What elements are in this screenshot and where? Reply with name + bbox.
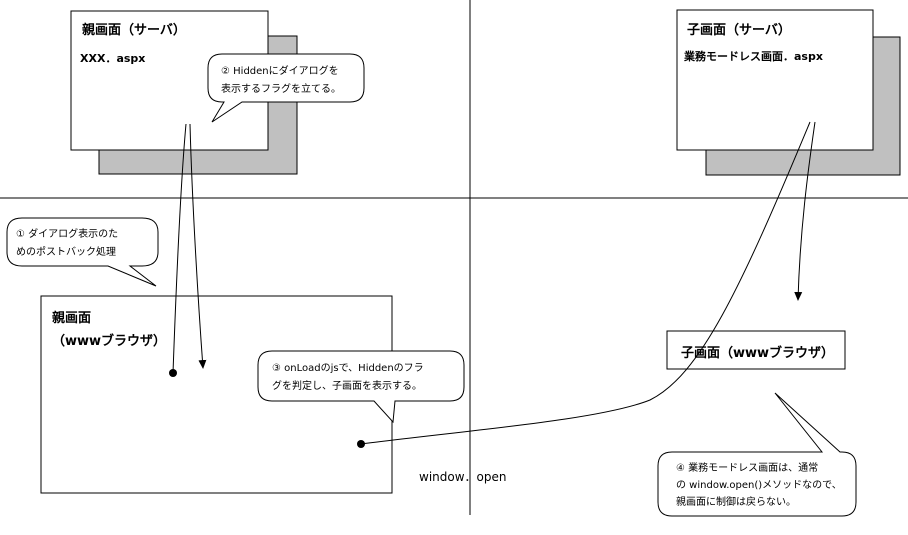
- note-3-line-1: ③ onLoadのjsで、Hiddenのフラ: [272, 362, 424, 374]
- note-2-line-2: 表示するフラグを立てる。: [221, 82, 341, 95]
- parent-browser-title: 親画面: [52, 310, 91, 326]
- note-3-line-2: グを判定し、子画面を表示する。: [272, 379, 422, 392]
- note-2-line-1: ② Hiddenにダイアログを: [221, 64, 339, 77]
- response-arrow: [189, 123, 207, 369]
- child-browser-title: 子画面（wwwブラウザ）: [681, 345, 834, 361]
- child-browser-box: 子画面（wwwブラウザ）: [666, 330, 846, 370]
- note-4-line-2: の window.open()メソッドなので、: [676, 479, 842, 491]
- note-1-line-2: めのポストバック処理: [16, 245, 116, 258]
- note-2-callout: ② Hiddenにダイアログを 表示するフラグを立てる。: [207, 53, 365, 123]
- parent-browser-subtitle: （wwwブラウザ）: [52, 333, 166, 349]
- child-browser-panel: [666, 330, 846, 370]
- window-open-start-dot: [357, 440, 365, 448]
- window-open-curve: [360, 121, 811, 445]
- child-server-title: 子画面（サーバ）: [687, 22, 791, 38]
- note-1-callout: ① ダイアログ表示のた めのポストバック処理: [6, 217, 159, 287]
- note-3-bubble: [257, 350, 465, 424]
- note-1-bubble: [6, 217, 159, 287]
- child-server-box: 子画面（サーバ） 業務モードレス画面．aspx: [676, 9, 901, 176]
- note-4-callout: ④ 業務モードレス画面は、通常 の window.open()メソッドなので、 …: [657, 392, 857, 517]
- child-response-arrow: [794, 121, 816, 301]
- child-server-file: 業務モードレス画面．aspx: [683, 49, 823, 63]
- parent-server-title: 親画面（サーバ）: [82, 22, 186, 38]
- note-3-callout: ③ onLoadのjsで、Hiddenのフラ グを判定し、子画面を表示する。: [257, 350, 465, 424]
- note-4-line-3: 親画面に制御は戻らない。: [676, 495, 796, 508]
- postback-line: [172, 123, 187, 374]
- note-1-line-1: ① ダイアログ表示のた: [16, 227, 118, 240]
- note-4-line-1: ④ 業務モードレス画面は、通常: [676, 461, 818, 474]
- note-4-bubble: [657, 392, 857, 517]
- window-open-label: window．open: [419, 470, 506, 484]
- child-server-panel: [676, 9, 874, 151]
- postback-start-dot: [169, 369, 177, 377]
- parent-server-file: XXX．aspx: [80, 52, 145, 65]
- note-2-bubble: [207, 53, 365, 123]
